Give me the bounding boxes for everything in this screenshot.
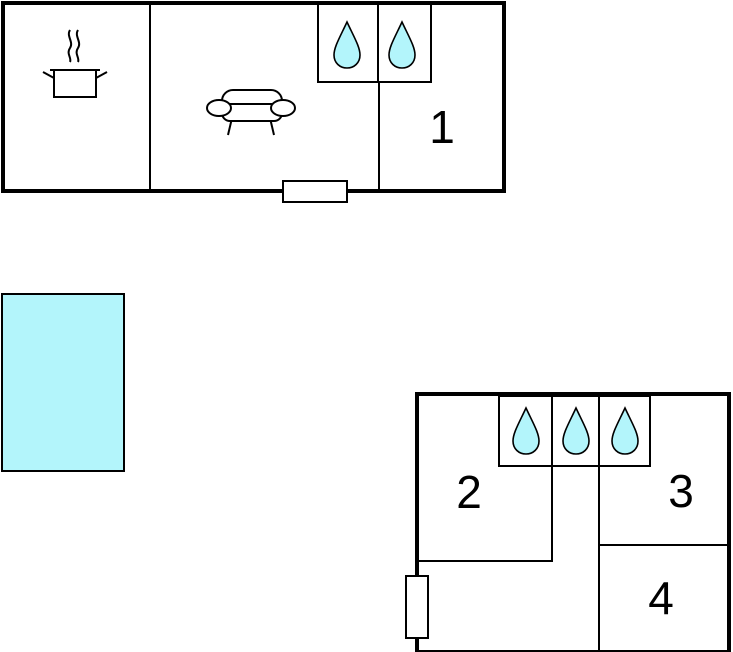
sofa-icon bbox=[206, 89, 296, 136]
bathroom-fixtures-bottom bbox=[498, 395, 651, 467]
room-label-2: 2 bbox=[456, 466, 482, 518]
pool-icon bbox=[1, 293, 125, 472]
top-building: 1 bbox=[1, 1, 506, 203]
room-2-wall bbox=[417, 466, 553, 562]
door-icon bbox=[282, 180, 348, 203]
bottom-building: 2 3 4 bbox=[405, 392, 731, 652]
room-label-4: 4 bbox=[648, 572, 674, 624]
bottom-building-outline bbox=[415, 392, 731, 652]
room-label-3: 3 bbox=[668, 465, 694, 517]
top-building-outline bbox=[1, 1, 506, 193]
cooking-pot-icon bbox=[42, 29, 108, 98]
door-icon bbox=[405, 575, 429, 639]
bathroom-fixtures-top bbox=[317, 3, 432, 83]
room-label-1: 1 bbox=[429, 101, 455, 153]
